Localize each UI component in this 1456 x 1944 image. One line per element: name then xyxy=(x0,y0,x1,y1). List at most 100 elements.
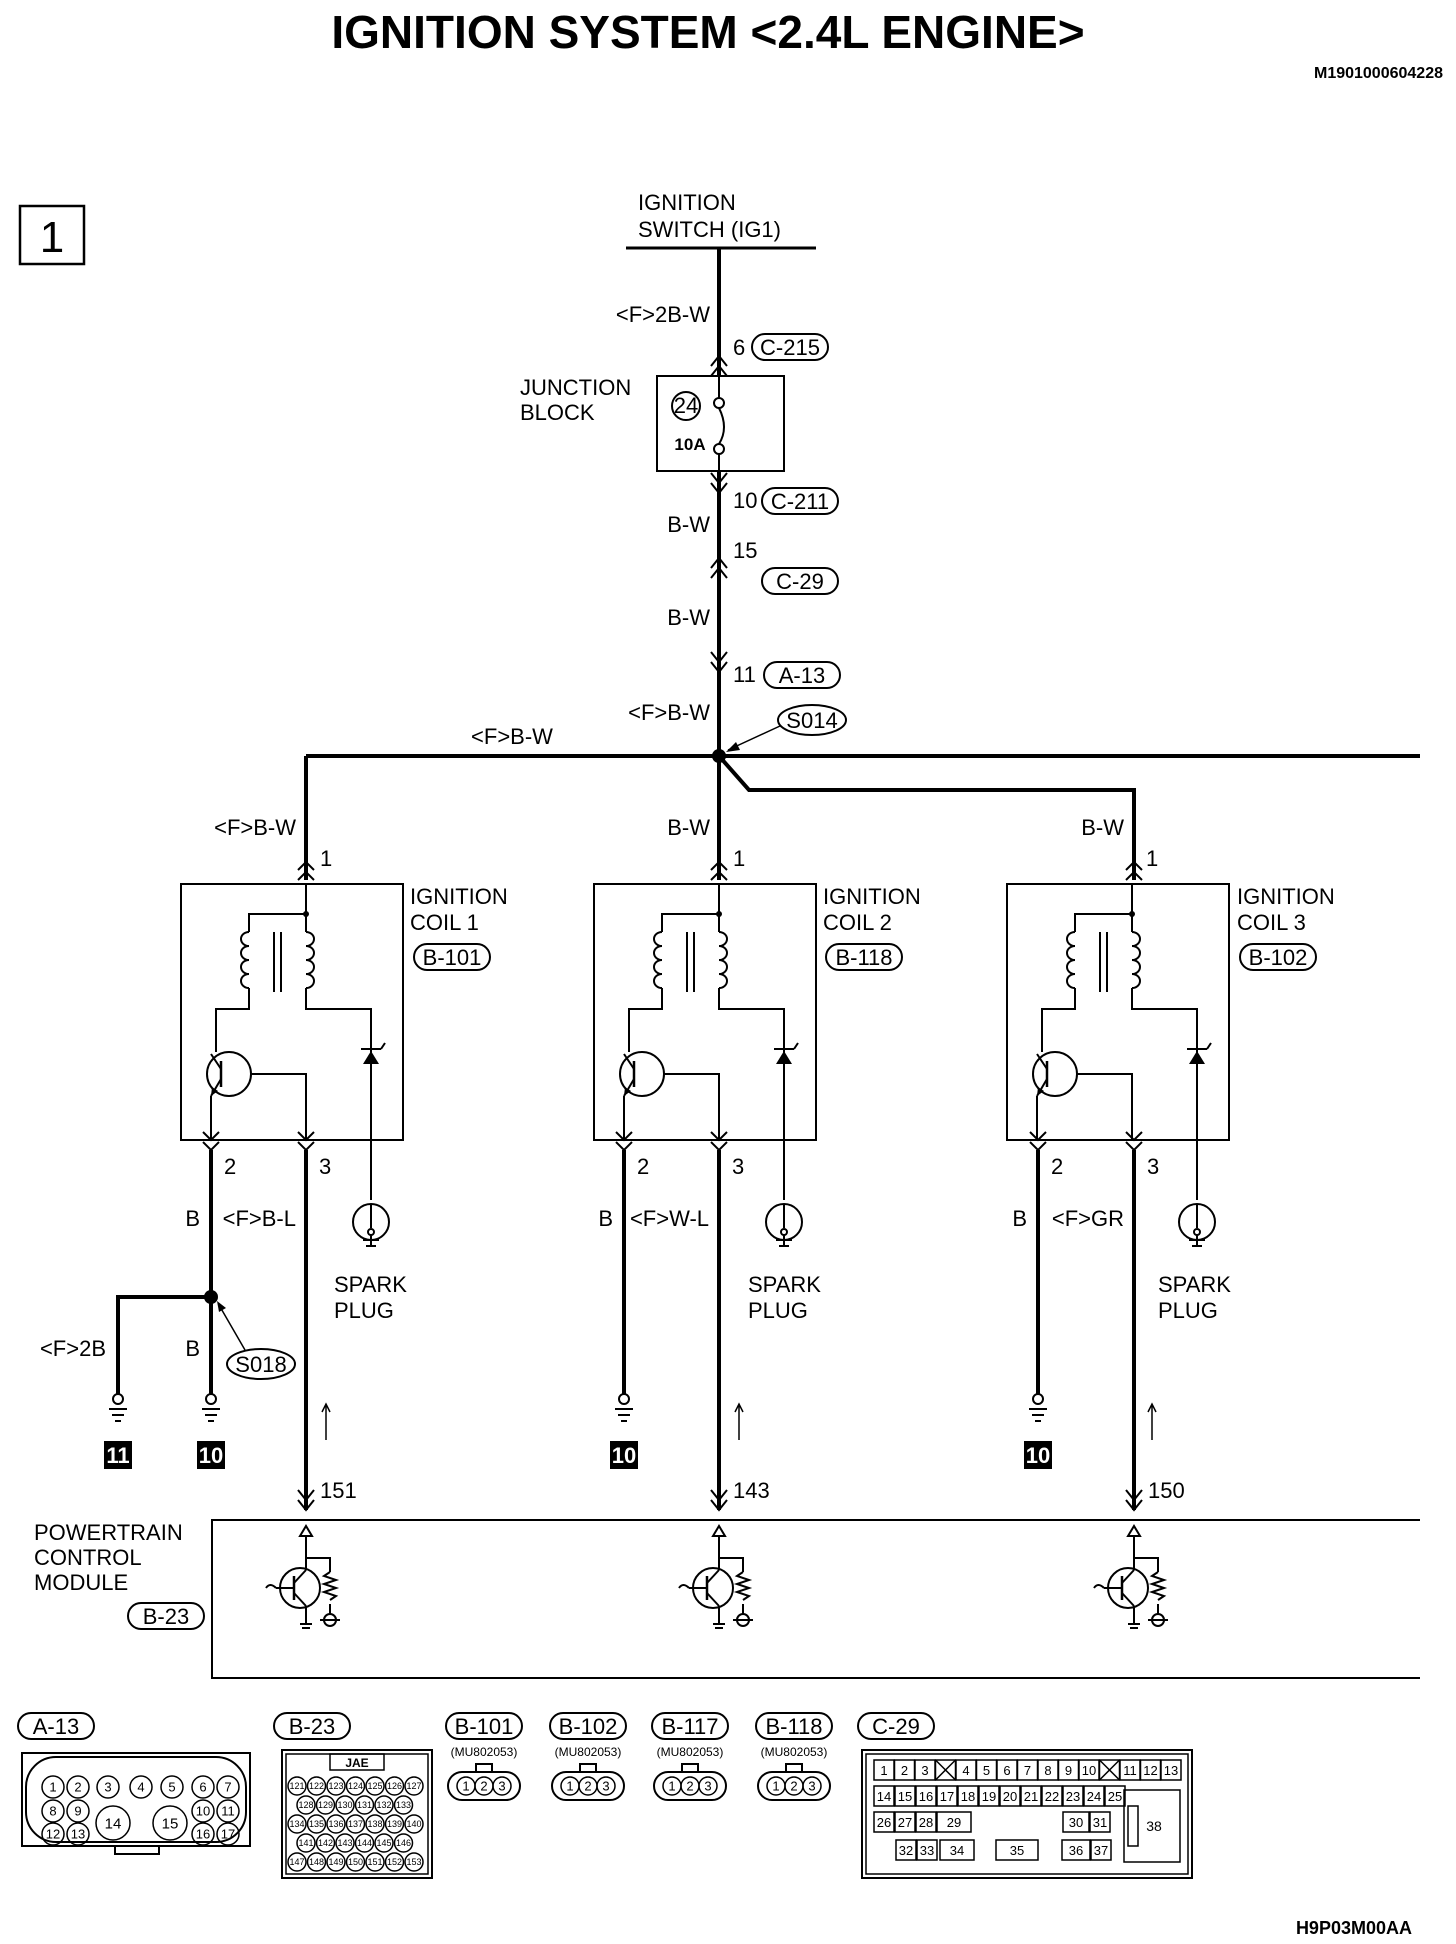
b23-pin-137-ring xyxy=(345,1814,366,1834)
b101-label: B-101 xyxy=(455,1714,514,1739)
a13-pin-14-ring xyxy=(95,1805,131,1841)
b23-pin-141-ring xyxy=(296,1833,316,1853)
b23-pin-149-ring xyxy=(326,1852,346,1872)
b23-pin-140: 140 xyxy=(406,1819,421,1829)
wire-b-c1: B xyxy=(185,1206,200,1231)
a13-pin-2: 2 xyxy=(74,1780,81,1795)
c29-cell xyxy=(1090,1839,1112,1861)
a13-pin-12-ring xyxy=(41,1822,65,1846)
c29-pin-4: 4 xyxy=(962,1763,969,1778)
coil1-pin1: 1 xyxy=(320,846,332,871)
coil3-connector: B-102 xyxy=(1249,945,1308,970)
c29-pin-18: 18 xyxy=(961,1789,975,1804)
c29-pin-25: 25 xyxy=(1108,1789,1122,1804)
a13-pin-13: 13 xyxy=(71,1827,85,1842)
b23-pin-135-ring xyxy=(306,1814,327,1834)
connector-c215: C-215 xyxy=(760,335,820,360)
b23-pin-144-ring xyxy=(354,1833,375,1853)
a13-pin-9: 9 xyxy=(74,1804,81,1819)
small-pin-1: 1 xyxy=(772,1779,779,1794)
a13-pin-11: 11 xyxy=(221,1804,235,1819)
pin-a13: 11 xyxy=(733,662,756,687)
pcm-label-3: MODULE xyxy=(34,1570,128,1595)
c29-blank-cross xyxy=(934,1759,957,1781)
a13-pin-17: 17 xyxy=(221,1827,235,1842)
c29-cell xyxy=(1062,1785,1084,1807)
b23-pin-131: 131 xyxy=(357,1800,372,1810)
b23-pin-147-ring xyxy=(287,1852,307,1872)
b23-pin-121: 121 xyxy=(289,1781,304,1791)
b23-pin-139: 139 xyxy=(387,1819,402,1829)
b23-pin-122: 122 xyxy=(309,1781,324,1791)
pcm-pin-151: 151 xyxy=(320,1478,357,1503)
c29-pin-20: 20 xyxy=(1003,1789,1017,1804)
c29-pin-34: 34 xyxy=(950,1843,964,1858)
coil2-label-1: IGNITION xyxy=(823,884,921,909)
b23-pin-124-ring xyxy=(345,1776,366,1796)
b23-pin-123-ring xyxy=(326,1776,346,1796)
c29-cell xyxy=(1083,1785,1105,1807)
splice-s014: S014 xyxy=(786,708,837,733)
pcm-driver-2 xyxy=(677,1524,755,1630)
pcm-pin-150: 150 xyxy=(1148,1478,1185,1503)
b23-pin-148-ring xyxy=(306,1852,327,1872)
b23-pin-139-ring xyxy=(384,1814,405,1834)
c29-cell xyxy=(936,1811,972,1833)
coil2-spark-plug-1: SPARK xyxy=(748,1272,821,1297)
c29-pin-33: 33 xyxy=(920,1843,934,1858)
c29-pin-17: 17 xyxy=(940,1789,954,1804)
small-pin-3-ring xyxy=(492,1776,512,1796)
b102-label: B-102 xyxy=(559,1714,618,1739)
b23-pin-138: 138 xyxy=(367,1819,382,1829)
connector-c29: C-29 xyxy=(776,569,824,594)
c29-pin-2: 2 xyxy=(901,1763,908,1778)
pin-c215: 6 xyxy=(733,335,745,360)
c29-cell xyxy=(1160,1759,1182,1781)
c29-pin-7: 7 xyxy=(1024,1763,1031,1778)
a13-pin-1-ring xyxy=(41,1775,65,1799)
small-pin-3: 3 xyxy=(704,1779,711,1794)
c29-pin-31: 31 xyxy=(1093,1815,1107,1830)
a13-pin-2-ring xyxy=(66,1775,90,1799)
connector-latch xyxy=(579,1763,597,1773)
c29-pin-24: 24 xyxy=(1087,1789,1101,1804)
c29-cell xyxy=(995,1839,1039,1861)
ground-label-4: 10 xyxy=(1026,1443,1050,1468)
a13-pin-10-ring xyxy=(191,1799,215,1823)
wire-fbw-trunk: <F>B-W xyxy=(628,700,710,725)
c29-pin-27: 27 xyxy=(898,1815,912,1830)
b23-pin-153-ring xyxy=(404,1852,424,1872)
c29-pin-28: 28 xyxy=(919,1815,933,1830)
c29-cell xyxy=(915,1785,937,1807)
a13-pin-12: 12 xyxy=(46,1827,60,1842)
pcm-pin-143: 143 xyxy=(733,1478,770,1503)
b23-pin-152: 152 xyxy=(387,1857,402,1867)
c29-cell xyxy=(895,1839,917,1861)
a13-pin-1: 1 xyxy=(49,1780,56,1795)
coil3-pin1: 1 xyxy=(1146,846,1158,871)
c29-pin-15: 15 xyxy=(898,1789,912,1804)
b23-pin-141: 141 xyxy=(298,1838,313,1848)
c29-cell xyxy=(957,1785,979,1807)
pcm-label-2: CONTROL xyxy=(34,1545,142,1570)
b23-pin-147: 147 xyxy=(289,1857,304,1867)
c29-pin-3: 3 xyxy=(921,1763,928,1778)
c29-pin-32: 32 xyxy=(899,1843,913,1858)
b23-pin-128-ring xyxy=(296,1795,316,1815)
coil2-pin1: 1 xyxy=(733,846,745,871)
c29-cell xyxy=(978,1785,1000,1807)
ignition-coil-3: 1 IGNITION COIL 3 B-102 xyxy=(1005,846,1335,1142)
b23-pin-125-ring xyxy=(365,1776,385,1796)
a13-pin-3: 3 xyxy=(104,1780,111,1795)
a13-pin-8: 8 xyxy=(49,1804,56,1819)
c29-big-latch xyxy=(1127,1805,1139,1847)
c29-pin-1: 1 xyxy=(880,1763,887,1778)
c29-cell xyxy=(873,1785,895,1807)
b23-pin-129: 129 xyxy=(318,1800,333,1810)
b23-pin-134: 134 xyxy=(289,1819,304,1829)
coil3-spark-plug-1: SPARK xyxy=(1158,1272,1231,1297)
b23-pin-145: 145 xyxy=(376,1838,391,1848)
junction-block-label-1: JUNCTION xyxy=(520,375,631,400)
b23-pin-143: 143 xyxy=(337,1838,352,1848)
